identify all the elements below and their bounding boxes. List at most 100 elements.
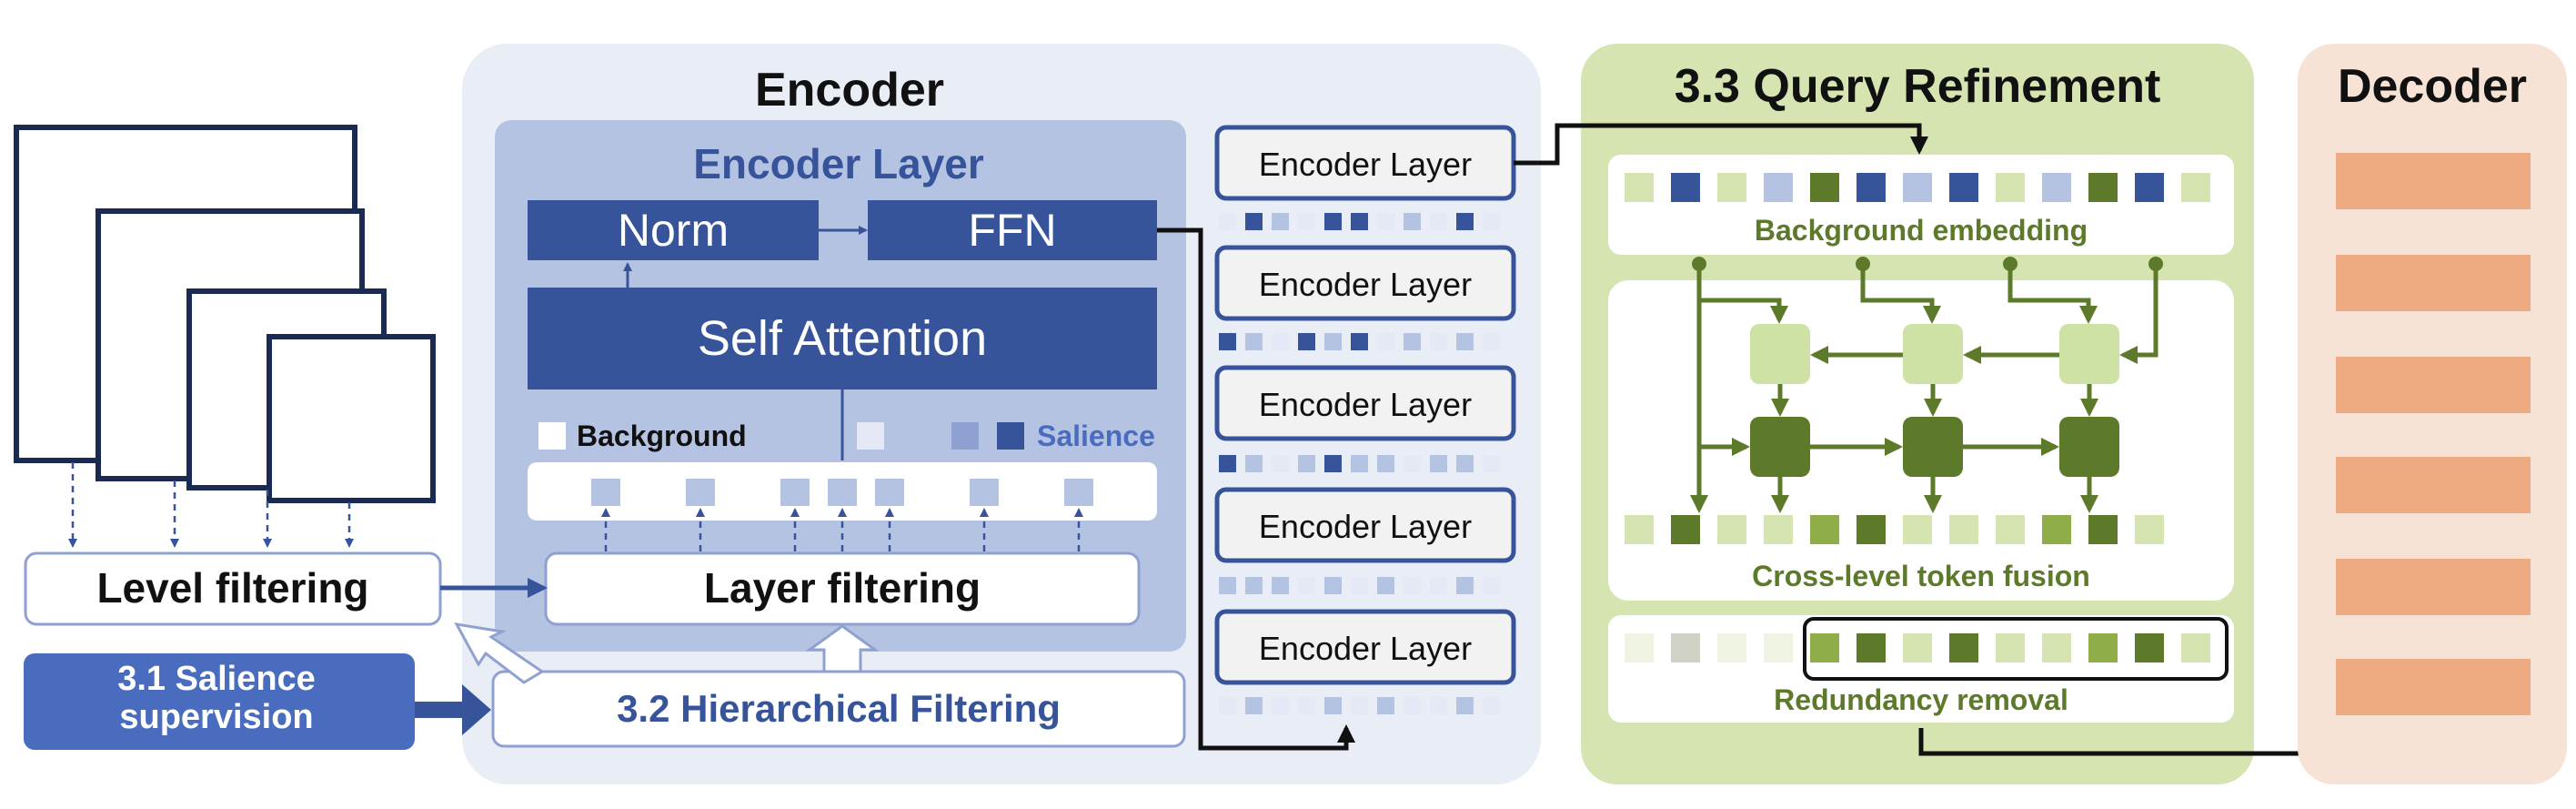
background-embedding-token [1857,173,1886,202]
stack-token [1298,333,1315,350]
token [970,479,999,506]
kept-tokens-bracket [1803,617,2229,681]
stack-token [1377,213,1394,230]
legend-salience-swatch-4 [997,422,1024,450]
stack-token [1377,455,1394,472]
stack-token [1245,213,1263,230]
background-embedding-token [1671,173,1700,202]
stack-token [1351,455,1368,472]
fused-token [1625,515,1654,544]
encoder-stack-layer-label: Encoder Layer [1259,508,1472,545]
fusion-graph [1690,257,2163,513]
background-embedding-token [1903,173,1932,202]
fusion-node-light [1903,324,1963,384]
stack-token [1404,455,1421,472]
encoder-stack-layer [1214,365,1516,441]
encoder-to-query-arrow [1514,123,1928,166]
stack-token [1298,577,1315,594]
stack-token [1430,213,1447,230]
background-embedding-label: Background embedding [1755,214,2088,247]
hollow-arrow-up-to-layer [805,624,880,673]
stack-token [1219,577,1236,594]
legend-background-label: Background [577,420,747,452]
stack-token [1456,455,1474,472]
self-attention-block [528,288,1157,389]
background-embedding-token [2135,173,2164,202]
norm-block [528,200,819,260]
self-attention-label: Self Attention [698,311,987,366]
salience-supervision-line2: supervision [119,698,313,736]
feature-pyramid [14,125,436,548]
token [591,479,620,506]
stack-token [1245,455,1263,472]
stack-token [1430,697,1447,714]
candidate-token [1671,633,1700,662]
decoder-query [2336,559,2531,615]
fusion-node-dark [2059,417,2119,477]
decoder-query [2336,659,2531,715]
stack-token [1377,333,1394,350]
stack-token [1456,577,1474,594]
stack-token [1351,333,1368,350]
stack-token [1351,577,1368,594]
candidate-token [1857,633,1886,662]
legend-salience-label: Salience [1037,420,1155,452]
fused-token [1810,515,1839,544]
stack-token [1377,577,1394,594]
encoder-stack-layer-label: Encoder Layer [1259,266,1472,303]
fused-token [1949,515,1978,544]
candidate-token [1717,633,1746,662]
encoder-title: Encoder [755,64,944,116]
fusion-edge [1699,298,1788,324]
stack-token [1219,333,1236,350]
stack-token [1456,333,1474,350]
fused-token [2135,515,2164,544]
candidate-token [1996,633,2025,662]
background-embedding-token [2088,173,2118,202]
feature-map-level-4 [267,334,436,503]
redundancy-tokens [1625,633,2210,662]
stack-token [1351,213,1368,230]
salience-supervision-line1: 3.1 Salience [117,660,316,698]
decoder-query [2336,357,2531,413]
background-embedding-token [2181,173,2210,202]
fusion-node-light [1750,324,1810,384]
fused-token [1903,515,1932,544]
stack-token [1324,333,1342,350]
fusion-node-light [2059,324,2119,384]
stack-token [1324,213,1342,230]
token [1064,479,1093,506]
encoder-stack-layer-label: Encoder Layer [1259,146,1472,183]
candidate-token [2042,633,2071,662]
legend-salience-swatch-2 [901,422,928,450]
fusion-edge [1860,264,1941,324]
fusion-output-tokens [1625,515,2164,544]
stack-token [1430,333,1447,350]
stack-token [1483,697,1500,714]
token [780,479,810,506]
encoder-stack-layer [1214,609,1516,685]
fused-token [1764,515,1793,544]
encoder-stack-layer-label: Encoder Layer [1259,630,1472,667]
stack-token [1272,697,1289,714]
redundancy-removal-label: Redundancy removal [1774,683,2068,716]
encoder-layer-panel-title: Encoder Layer [693,140,984,187]
decoder-query [2336,457,2531,513]
stack-token [1404,333,1421,350]
stack-token [1219,455,1236,472]
decoder-title: Decoder [2338,60,2527,113]
encoder-stack-layer-label: Encoder Layer [1259,386,1472,423]
stack-token [1483,577,1500,594]
token [875,479,904,506]
stack-token [1404,213,1421,230]
ffn-to-stack-arrow [1157,228,1355,751]
decoder-query [2336,153,2531,209]
ffn-label: FFN [968,205,1056,256]
fused-token [1671,515,1700,544]
candidate-token [1625,633,1654,662]
decoder-query [2336,255,2531,311]
candidate-token [1903,633,1932,662]
stack-token [1430,455,1447,472]
stack-token [1324,577,1342,594]
stack-token [1404,697,1421,714]
